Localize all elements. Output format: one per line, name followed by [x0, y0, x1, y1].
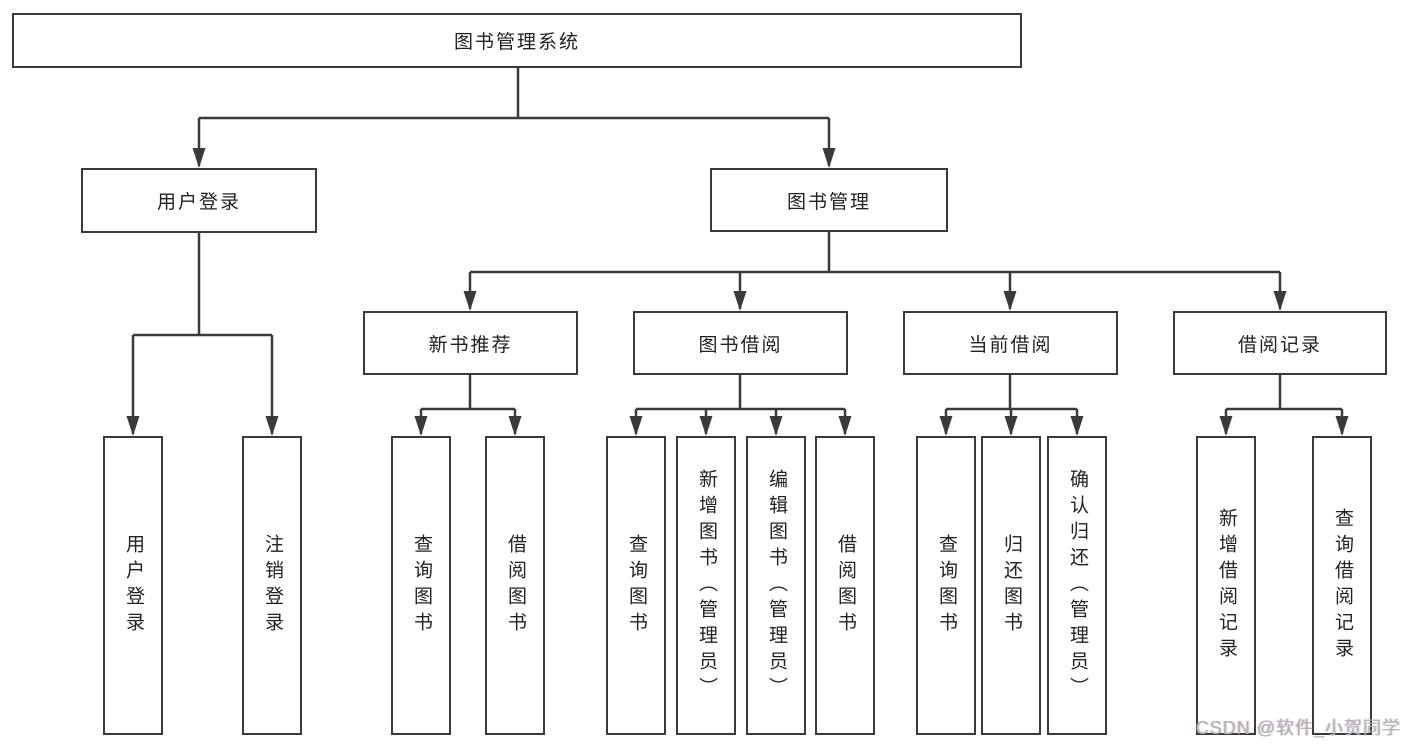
leaf-label: 查询图书: [935, 533, 957, 638]
leaf-label: 借阅图书: [504, 533, 526, 638]
leaf-newbook-query-books: 查询图书: [391, 436, 451, 735]
leaf-label: 归还图书: [1000, 533, 1022, 638]
leaf-label: 新增借阅记录: [1215, 507, 1237, 664]
leaf-label: 编辑图书（管理员）: [765, 468, 787, 703]
node-book-management: 图书管理: [710, 168, 948, 232]
leaf-label: 借阅图书: [834, 533, 856, 638]
leaf-borrowing-edit-books-admin: 编辑图书（管理员）: [746, 436, 806, 735]
leaf-label: 查询图书: [410, 533, 432, 638]
csdn-watermark: CSDN @软件_小贺同学: [1195, 718, 1401, 738]
leaf-borrowing-add-books-admin: 新增图书（管理员）: [676, 436, 736, 735]
leaf-label: 查询图书: [625, 533, 647, 638]
node-user-login: 用户登录: [81, 168, 317, 233]
node-book-borrowing: 图书借阅: [633, 311, 848, 375]
leaf-logout: 注销登录: [242, 436, 302, 735]
node-borrow-records: 借阅记录: [1173, 311, 1387, 375]
leaf-borrowing-borrow-books: 借阅图书: [815, 436, 875, 735]
leaf-label: 用户登录: [122, 533, 144, 638]
leaf-records-query-record: 查询借阅记录: [1312, 436, 1372, 735]
node-new-book-recommend: 新书推荐: [363, 311, 578, 375]
leaf-user-login: 用户登录: [103, 436, 163, 735]
leaf-current-confirm-return-admin: 确认归还（管理员）: [1047, 436, 1107, 735]
leaf-label: 新增图书（管理员）: [695, 468, 717, 703]
node-root-system: 图书管理系统: [12, 13, 1022, 68]
leaf-label: 确认归还（管理员）: [1066, 468, 1088, 703]
leaf-records-add-record: 新增借阅记录: [1196, 436, 1256, 735]
leaf-borrowing-query-books: 查询图书: [606, 436, 666, 735]
leaf-current-query-books: 查询图书: [916, 436, 976, 735]
leaf-label: 注销登录: [261, 533, 283, 638]
leaf-newbook-borrow-books: 借阅图书: [485, 436, 545, 735]
leaf-current-return-books: 归还图书: [981, 436, 1041, 735]
leaf-label: 查询借阅记录: [1331, 507, 1353, 664]
node-current-borrowing: 当前借阅: [903, 311, 1118, 375]
